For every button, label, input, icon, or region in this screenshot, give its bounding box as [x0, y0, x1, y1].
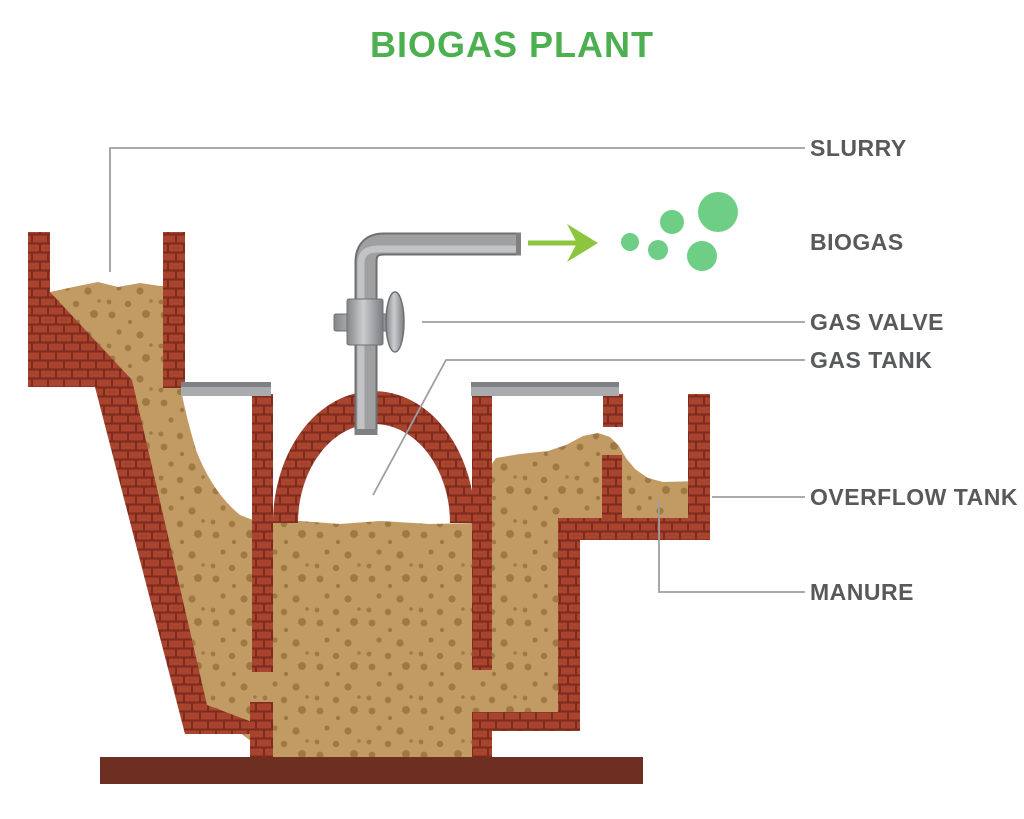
gas-bubble	[687, 241, 717, 271]
gas-dome	[273, 391, 475, 523]
slurry-body	[48, 282, 702, 758]
overflow-tank-wall	[558, 394, 710, 540]
brick-structure	[28, 232, 710, 758]
gas-bubble	[621, 233, 639, 251]
gas-valve	[333, 291, 405, 353]
leader-lines	[109, 147, 805, 593]
left-lintel-face	[181, 387, 271, 396]
left-lintel-top	[181, 382, 271, 387]
gas-bubble	[660, 210, 684, 234]
digester-left-wall	[252, 394, 273, 672]
gas-bubble	[698, 192, 738, 232]
label-manure: MANURE	[810, 579, 914, 605]
outlet-outer-wall	[558, 521, 580, 712]
biogas-bubbles-icon	[621, 192, 738, 271]
labels: SLURRY BIOGAS GAS VALVE GAS TANK OVERFLO…	[810, 135, 1018, 605]
label-biogas: BIOGAS	[810, 229, 904, 255]
gas-tank-leader-line	[372, 359, 805, 496]
pipe-bottom-cap	[354, 429, 378, 435]
foundation-base	[100, 757, 643, 784]
inlet-right-wall	[163, 232, 185, 388]
digester-right-footing	[472, 712, 580, 758]
lintels	[181, 382, 619, 396]
biogas-flow-arrow-icon	[528, 224, 598, 262]
label-slurry: SLURRY	[810, 135, 907, 161]
arrow-head	[567, 224, 598, 262]
manure-leader-line	[658, 500, 805, 593]
digester-left-footing	[250, 702, 273, 758]
label-gas-valve: GAS VALVE	[810, 309, 944, 335]
gas-pipe	[354, 232, 521, 435]
label-gas-tank: GAS TANK	[810, 347, 932, 373]
valve-wheel	[385, 291, 405, 353]
page-title: BIOGAS PLANT	[370, 24, 654, 65]
slurry-mass	[48, 282, 702, 758]
slurry-leader-line	[109, 147, 805, 272]
overflow-inner-column	[602, 455, 622, 518]
right-lintel-top	[471, 382, 619, 387]
gas-bubble	[648, 240, 668, 260]
label-overflow-tank: OVERFLOW TANK	[810, 484, 1018, 510]
overflow-lintel-stub	[603, 394, 623, 427]
right-lintel-face	[471, 387, 619, 396]
valve-collar	[346, 298, 384, 346]
pipe-end-cap	[516, 232, 521, 256]
inlet-left-wall	[28, 232, 252, 734]
pipe-highlight	[357, 245, 517, 431]
digester-right-wall	[472, 394, 492, 670]
